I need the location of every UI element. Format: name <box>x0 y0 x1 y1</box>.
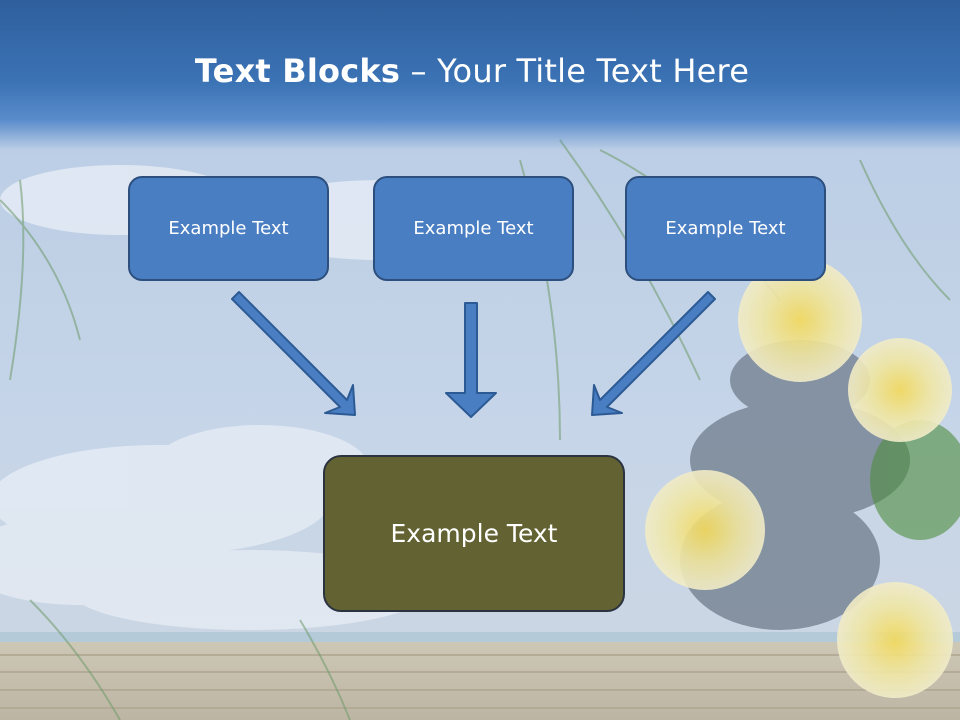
slide-title: Text Blocks – Your Title Text Here <box>0 52 944 90</box>
box-2-label: Example Text <box>413 218 534 239</box>
box-3-label: Example Text <box>665 218 786 239</box>
title-bar <box>0 0 960 150</box>
title-dash: – <box>400 52 438 90</box>
title-bold: Text Blocks <box>194 52 401 90</box>
arrow-right-diagonal <box>591 291 716 416</box>
title-rest: Your Title Text Here <box>437 52 750 90</box>
arrow-left-diagonal <box>231 291 356 416</box>
bottom-box-label: Example Text <box>390 519 558 548</box>
example-text-box-bottom[interactable]: Example Text <box>323 455 625 612</box>
box-1-label: Example Text <box>168 218 289 239</box>
arrow-down <box>445 302 497 418</box>
example-text-box-2[interactable]: Example Text <box>373 176 574 281</box>
example-text-box-1[interactable]: Example Text <box>128 176 329 281</box>
example-text-box-3[interactable]: Example Text <box>625 176 826 281</box>
